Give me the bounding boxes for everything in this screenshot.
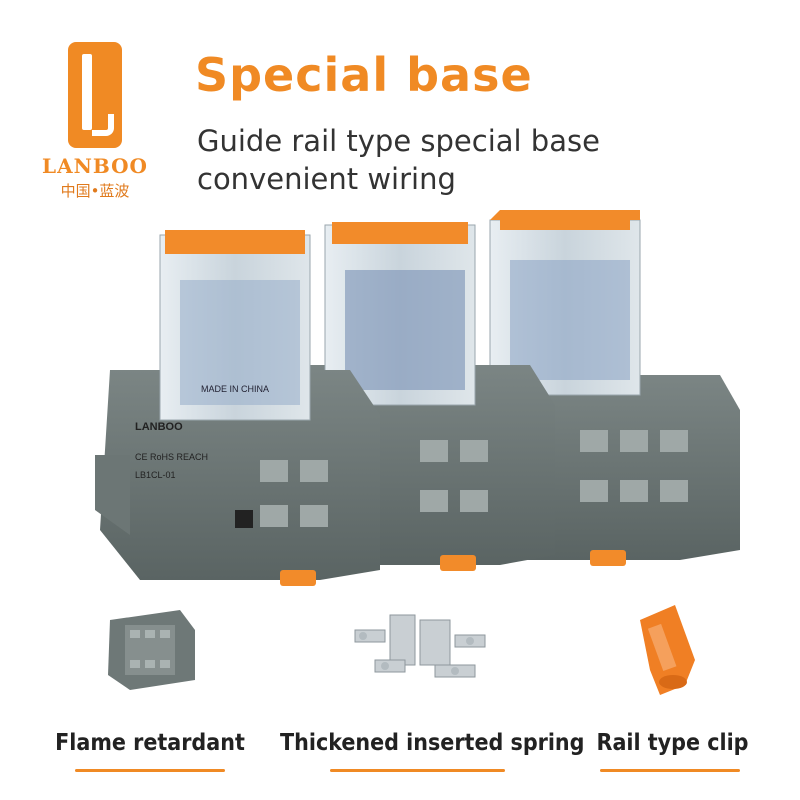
feature-rail-clip: Rail type clip [585, 600, 760, 800]
feature-flame-retardant: Flame retardant [45, 600, 255, 800]
feature-thickened-spring: Thickened inserted spring [280, 600, 585, 800]
relay-unit-1: MADE IN CHINA LANBOO CE RoHS REACH LB1CL… [95, 230, 380, 586]
base-model-text: LB1CL-01 [135, 470, 176, 480]
feature-underline [330, 769, 505, 772]
base-brand-text: LANBOO [135, 421, 183, 433]
brand-logo: LANBOO 中国•蓝波 [40, 42, 150, 202]
relay-product-image: MADE IN CHINA LANBOO CE RoHS REACH LB1CL… [95, 210, 740, 586]
spring-contact-icon [354, 614, 486, 678]
subtitle-line-1: Guide rail type special base [197, 124, 600, 158]
page-title: Special base [195, 48, 533, 102]
feature-label: Flame retardant [55, 730, 245, 756]
feature-underline [600, 769, 740, 772]
flame-retardant-base-icon [108, 610, 195, 690]
feature-label: Thickened inserted spring [280, 730, 585, 756]
relay-marking: MADE IN CHINA [201, 384, 269, 394]
logo-icon [68, 42, 122, 148]
logo-text-en: LANBOO [42, 154, 148, 178]
logo-text-cn: 中国•蓝波 [60, 182, 130, 200]
feature-label: Rail type clip [596, 730, 749, 756]
base-cert-text: CE RoHS REACH [135, 452, 208, 462]
subtitle-line-2: convenient wiring [197, 162, 456, 196]
qr-code-icon [235, 510, 253, 528]
page-subtitle: Guide rail type special base convenient … [197, 122, 600, 198]
feature-underline [75, 769, 225, 772]
rail-clip-icon [640, 605, 695, 695]
